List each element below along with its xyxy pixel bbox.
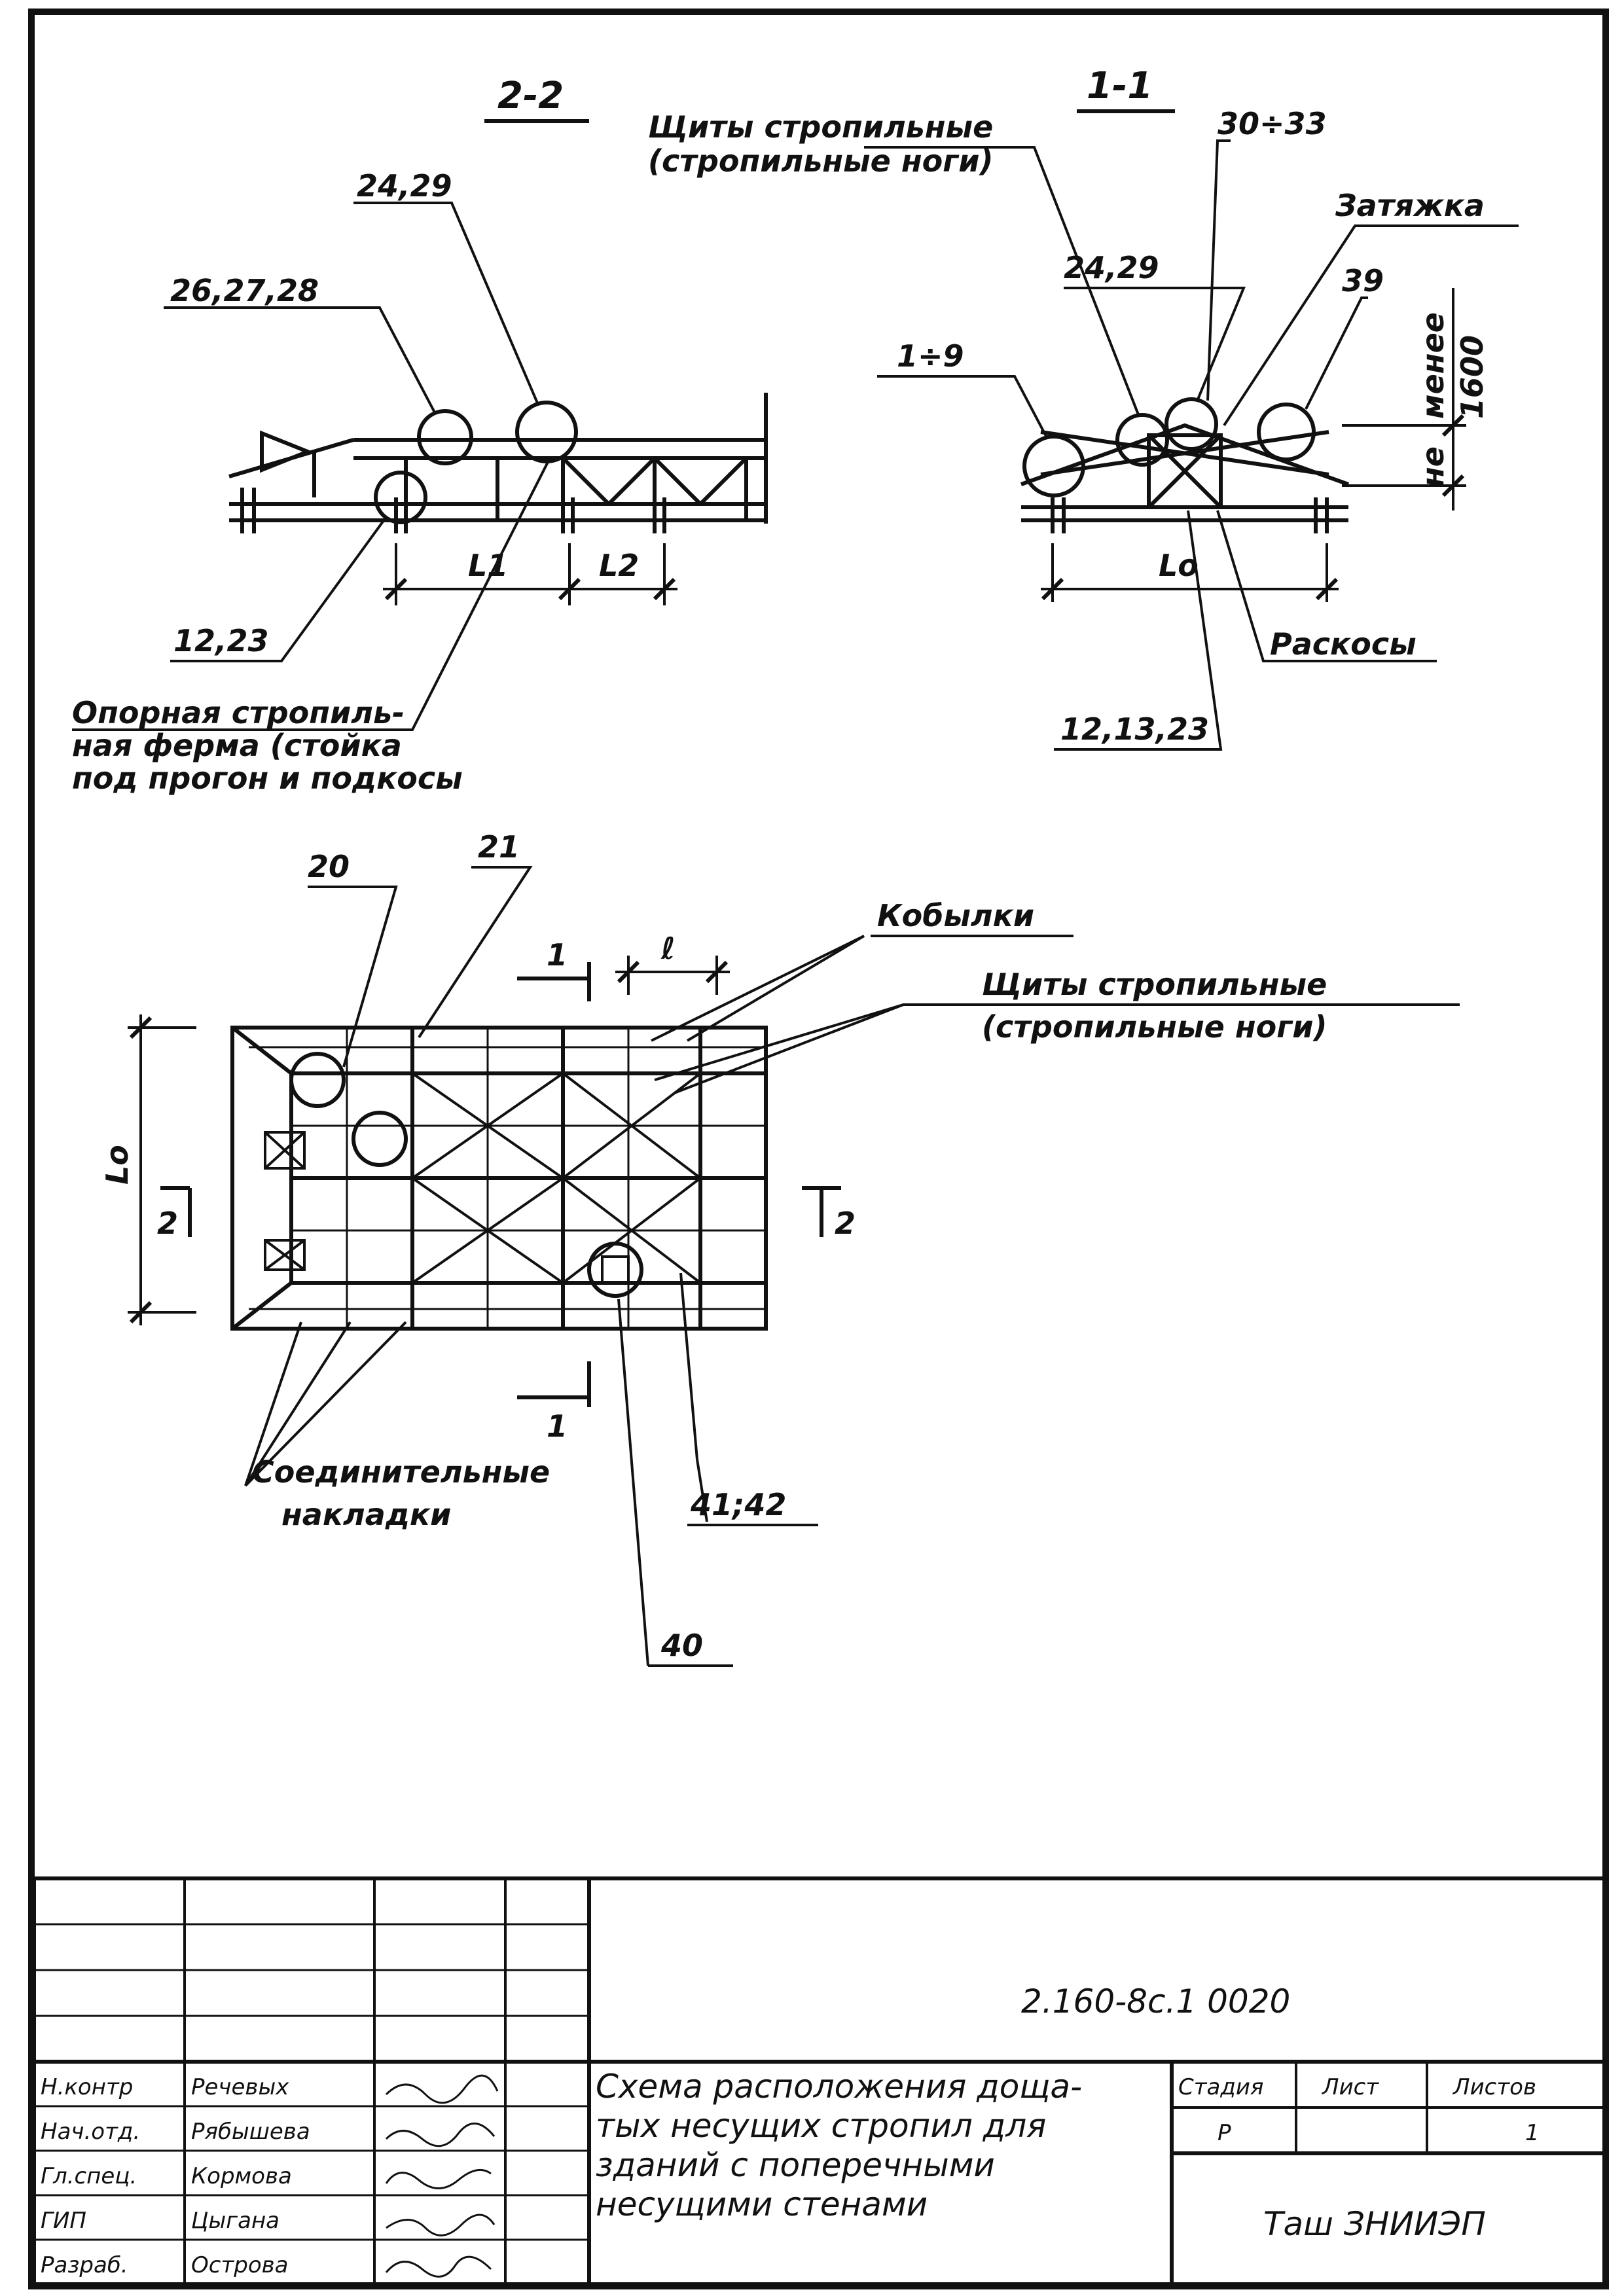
dim-1600: 1600 bbox=[1454, 335, 1490, 419]
sheet-header: Лист bbox=[1321, 2074, 1379, 2100]
role-0: Н.контр bbox=[41, 2074, 133, 2100]
dim-lo-plan: Lo bbox=[99, 1145, 135, 1185]
label-39: 39 bbox=[1342, 263, 1384, 298]
name-3: Цыгана bbox=[191, 2208, 280, 2234]
dim-not-less: менее bbox=[1415, 312, 1451, 419]
braces-label: Раскосы bbox=[1270, 626, 1416, 662]
title-block: 2.160-8с.1 0020 Н.контр Нач.отд. Гл.спец… bbox=[32, 1876, 1607, 2286]
rafter-panels-plan-line2: (стропильные ноги) bbox=[982, 1009, 1327, 1045]
section-mark-1-bottom: 1 bbox=[547, 1408, 568, 1444]
doc-code: 2.160-8с.1 0020 bbox=[1021, 1982, 1290, 2020]
rafter-panels-s11-line2: (стропильные ноги) bbox=[648, 143, 994, 179]
connecting-plates-line1: Соединительные bbox=[252, 1454, 550, 1490]
title-line-4: несущими стенами bbox=[596, 2185, 928, 2223]
organization: Таш ЗНИИЭП bbox=[1263, 2205, 1486, 2243]
dim-l1-label: L1 bbox=[468, 548, 508, 583]
label-21: 21 bbox=[478, 829, 520, 865]
dim-not-less-prefix: не bbox=[1415, 446, 1451, 488]
name-4: Острова bbox=[191, 2252, 289, 2278]
label-1-9: 1÷9 bbox=[897, 338, 964, 374]
sheet-frame bbox=[28, 9, 1609, 2289]
name-2: Кормова bbox=[191, 2163, 292, 2189]
role-3: ГИП bbox=[41, 2208, 86, 2234]
role-2: Гл.спец. bbox=[41, 2163, 137, 2189]
sheets-header: Листов bbox=[1452, 2074, 1536, 2100]
ridge-purlins-label: Кобылки bbox=[877, 898, 1034, 933]
section-2-2: 2-2 26,27,28 bbox=[72, 75, 768, 796]
name-0: Речевых bbox=[191, 2074, 289, 2100]
rafter-panels-plan-line1: Щиты стропильные bbox=[982, 967, 1327, 1002]
support-truss-line1: Опорная стропиль- bbox=[72, 695, 405, 730]
stage-header: Стадия bbox=[1178, 2074, 1263, 2100]
section-2-2-title: 2-2 bbox=[497, 75, 564, 117]
name-1: Рябышева bbox=[191, 2119, 310, 2145]
connecting-plates-line2: накладки bbox=[281, 1497, 451, 1532]
label-40: 40 bbox=[660, 1628, 703, 1663]
section-mark-1-top: 1 bbox=[547, 937, 568, 973]
signatures bbox=[385, 2074, 499, 2278]
section-1-1: 1-1 24,29 30÷33 Щиты стропильные (стропи… bbox=[648, 65, 1519, 751]
dim-l-label: ℓ bbox=[660, 931, 676, 966]
tie-label: Затяжка bbox=[1335, 188, 1485, 223]
sheets-value: 1 bbox=[1525, 2120, 1540, 2146]
label-20: 20 bbox=[308, 849, 350, 884]
dim-lo-s11: Lo bbox=[1159, 548, 1199, 583]
title-line-3: зданий с поперечными bbox=[596, 2146, 995, 2184]
stage-value: Р bbox=[1218, 2120, 1231, 2146]
support-truss-line2: ная ферма (стойка bbox=[72, 728, 402, 763]
section-mark-2-right: 2 bbox=[835, 1206, 856, 1241]
dim-l2-label: L2 bbox=[599, 548, 639, 583]
role-4: Разраб. bbox=[41, 2252, 128, 2278]
section-1-1-title: 1-1 bbox=[1087, 65, 1153, 107]
label-12-13-23: 12,13,23 bbox=[1060, 711, 1209, 747]
label-30-33: 30÷33 bbox=[1218, 106, 1327, 141]
label-26-27-28: 26,27,28 bbox=[170, 273, 319, 308]
plan-view: 20 21 Кобылки Щиты стропильные (стропиль… bbox=[99, 829, 1460, 1667]
rafter-panels-s11-line1: Щиты стропильные bbox=[648, 109, 993, 145]
role-1: Нач.отд. bbox=[41, 2119, 140, 2145]
support-truss-line3: под прогон и подкосы bbox=[72, 761, 463, 796]
label-24-29-s11: 24,29 bbox=[1064, 250, 1159, 285]
label-41-42: 41;42 bbox=[690, 1487, 786, 1522]
title-line-2: тых несущих стропил для bbox=[596, 2107, 1046, 2145]
section-mark-2-left: 2 bbox=[157, 1206, 178, 1241]
title-line-1: Схема расположения доща- bbox=[596, 2068, 1082, 2106]
label-12-23: 12,23 bbox=[173, 623, 269, 658]
label-24-29-s22: 24,29 bbox=[357, 168, 452, 204]
